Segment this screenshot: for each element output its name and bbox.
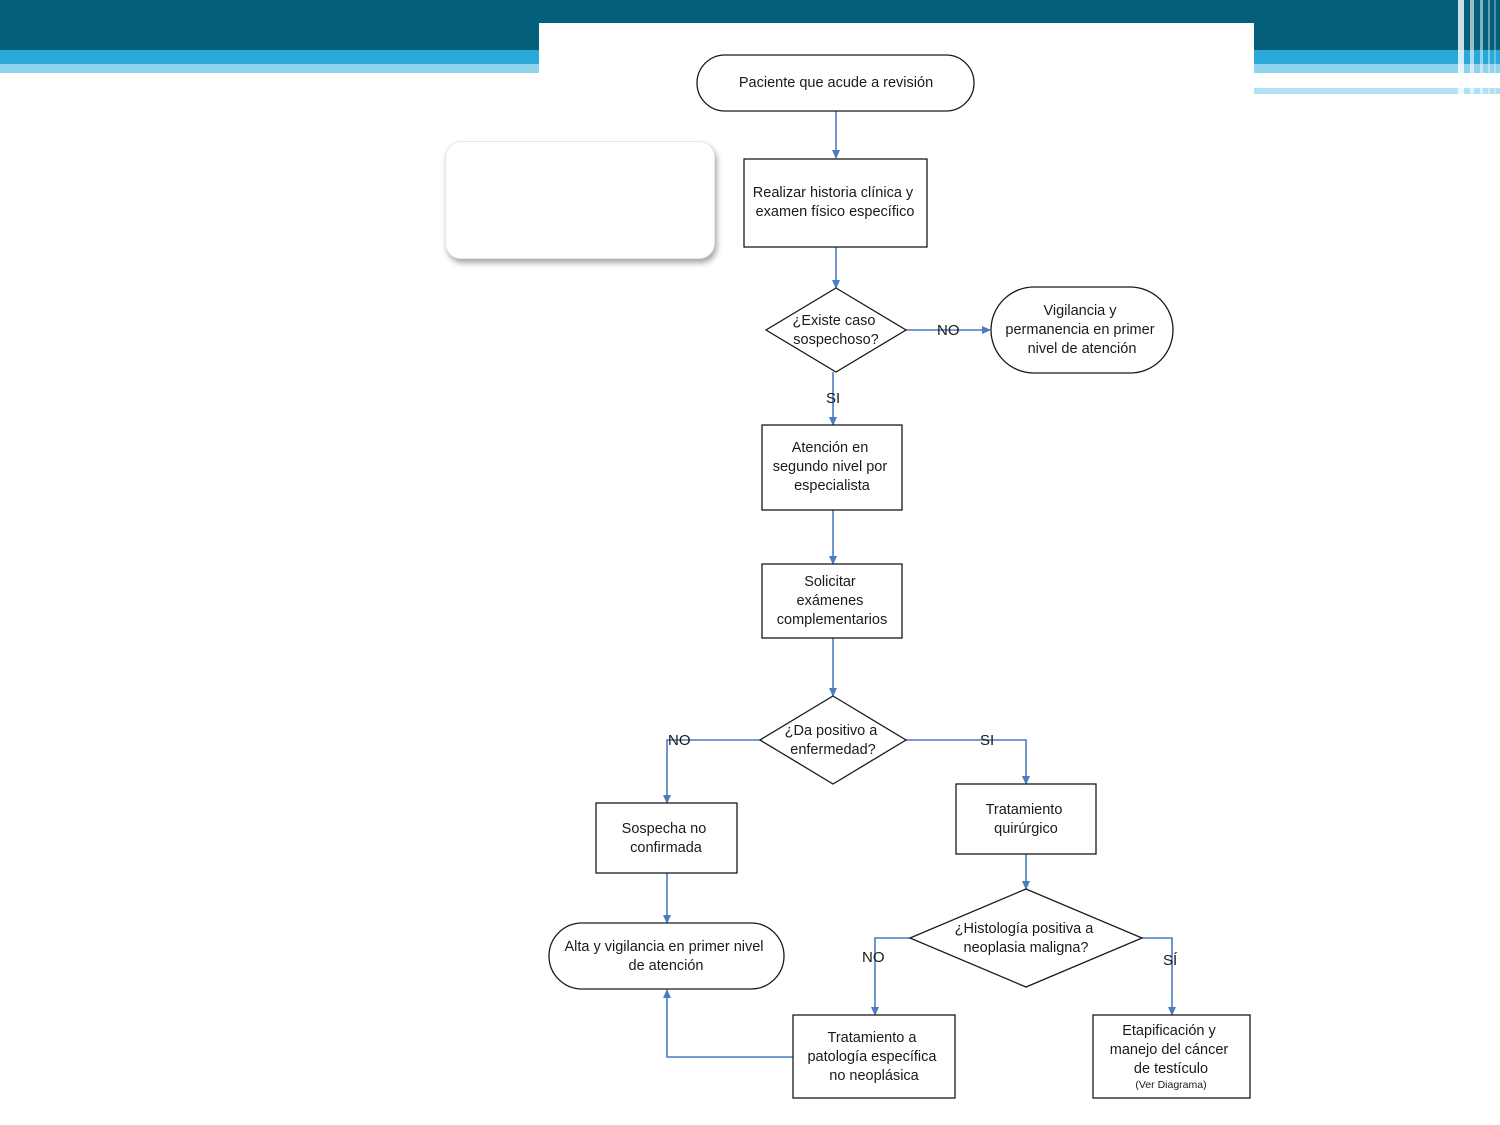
decision-da-positivo xyxy=(758,695,908,785)
process-etapificacion xyxy=(1092,1014,1251,1099)
header-thin-line xyxy=(1254,79,1390,83)
edge-label-d2-si: SI xyxy=(980,732,994,749)
header-stripe xyxy=(1458,0,1464,100)
process-tratamiento-patologia xyxy=(792,1014,956,1099)
process-tratamiento-quirurgico xyxy=(955,783,1097,855)
terminal-vigilancia xyxy=(990,286,1174,374)
terminal-start xyxy=(696,54,975,112)
edge-label-d1-no: NO xyxy=(937,322,960,339)
decision-caso-label: ¿Existe caso sospechoso? xyxy=(792,313,879,348)
decision-histologia xyxy=(908,888,1144,988)
decision-caso-sospechoso xyxy=(764,287,908,373)
decision-histologia-label: ¿Histología positiva a neoplasia maligna… xyxy=(955,921,1098,956)
edge-label-d3-no: NO xyxy=(862,949,885,966)
historia-label: Realizar historia clínica y examen físic… xyxy=(753,185,917,220)
edge-d2-sospecha xyxy=(663,739,760,804)
callout-box xyxy=(445,141,715,259)
tratamiento-quirurgico-label: Tratamiento quirúrgico xyxy=(986,802,1067,837)
solicitar-label: Solicitar exámenes complementarios xyxy=(777,574,887,628)
sospecha-label: Sospecha no confirmada xyxy=(622,821,711,856)
header-stripe xyxy=(1480,0,1483,100)
edge-d3-etapificacion xyxy=(1142,937,1176,1016)
edge-d2-tratamiento xyxy=(906,739,1030,785)
header-stripe xyxy=(1488,0,1490,100)
header-stripe xyxy=(1470,0,1474,100)
alta-label: Alta y vigilancia en primer nivel de ate… xyxy=(564,939,767,974)
process-solicitar xyxy=(761,563,903,639)
edge-label-d1-si: SI xyxy=(826,390,840,407)
vigilancia-label: Vigilancia y permanencia en primer nivel… xyxy=(1005,303,1158,357)
process-atencion xyxy=(761,424,903,511)
header-stripe xyxy=(1494,0,1496,100)
edge-d3-tratamiento-p xyxy=(871,937,910,1016)
tratamiento-patologia-label: Tratamiento a patología específica no ne… xyxy=(807,1030,940,1084)
decision-positivo-label: ¿Da positivo a enfermedad? xyxy=(785,723,882,758)
process-historia xyxy=(743,158,928,248)
terminal-alta xyxy=(548,922,785,990)
start-label: Paciente que acude a revisión xyxy=(739,75,933,91)
header-thin-line-2 xyxy=(1254,88,1500,94)
atencion-label: Atención en segundo nivel por especialis… xyxy=(773,440,892,494)
etapificacion-label: Etapificación y manejo del cáncer de tes… xyxy=(1110,1023,1233,1077)
edge-label-d3-si: SÍ xyxy=(1163,952,1178,969)
edge-label-d2-no: NO xyxy=(668,732,691,749)
process-sospecha xyxy=(595,802,738,874)
edge-tratamiento-p-alta xyxy=(663,989,793,1058)
etapificacion-note: (Ver Diagrama) xyxy=(1135,1079,1206,1091)
